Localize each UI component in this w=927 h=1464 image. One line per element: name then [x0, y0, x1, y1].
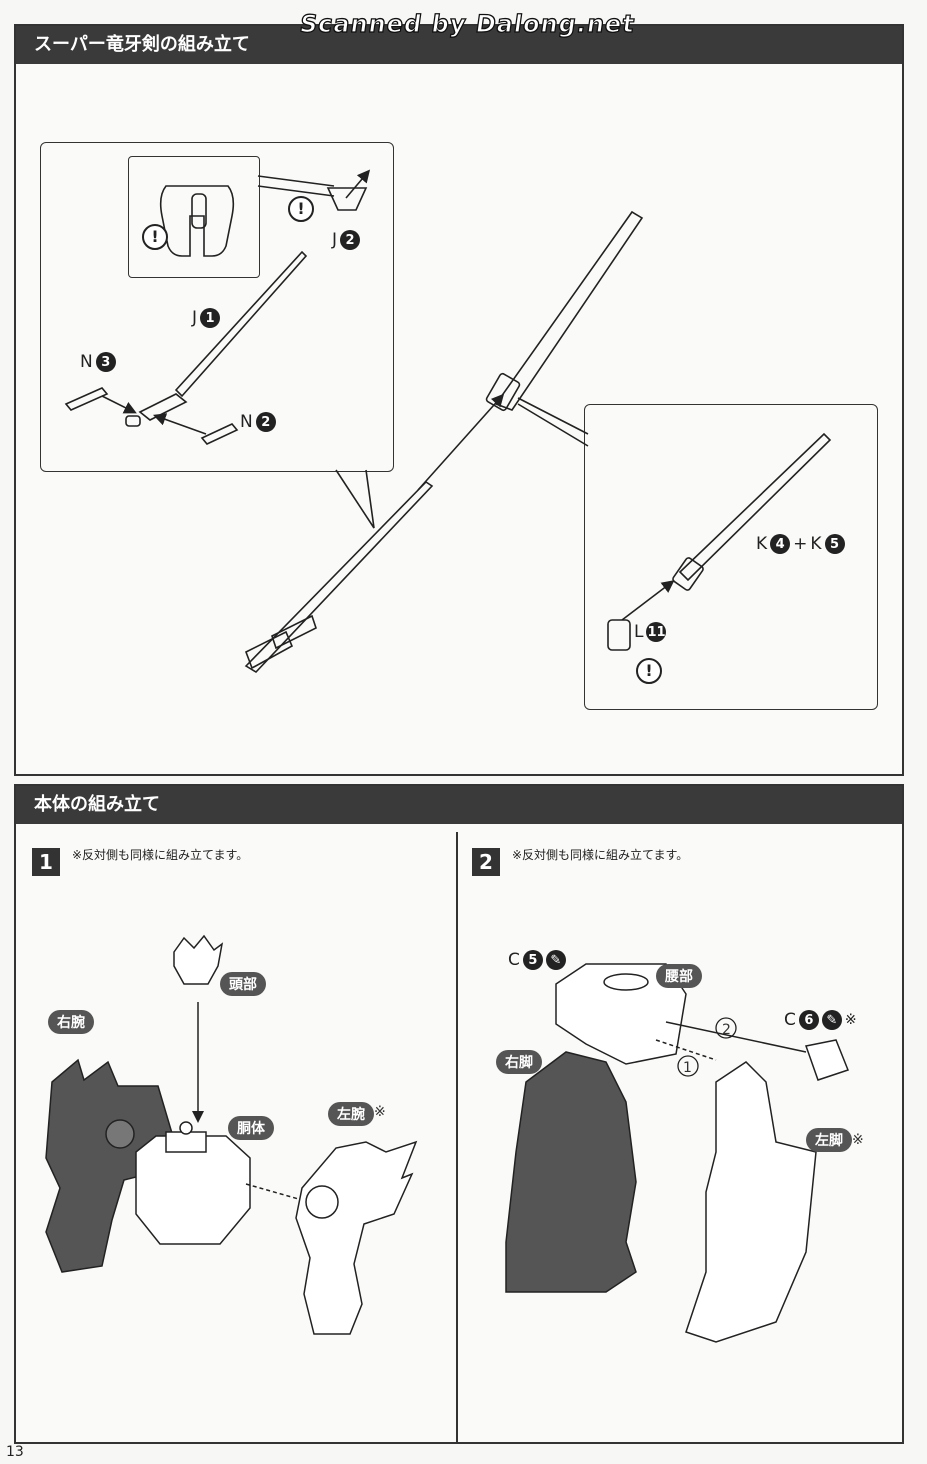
label-n3-number: 3 — [95, 352, 116, 372]
c6-asterisk: ※ — [844, 1012, 857, 1028]
order-1: 1 — [683, 1060, 692, 1076]
label-j2-number: 2 — [340, 230, 361, 250]
sword-assembly-section: スーパー竜牙剣の組み立て — [14, 24, 904, 776]
left-leg-asterisk: ※ — [852, 1132, 864, 1148]
label-n3-letter: N — [80, 352, 93, 372]
step-1-badge: 1 — [32, 848, 60, 876]
label-j2-letter: J — [332, 230, 338, 250]
scabbard-detail-inset — [584, 404, 878, 710]
label-n2: N 2 — [240, 412, 276, 432]
body-section-title: 本体の組み立て — [16, 786, 902, 824]
label-k4-letter: K — [756, 534, 768, 554]
step-divider — [456, 832, 458, 1442]
label-c5-number: 5 — [522, 950, 543, 970]
watermark: Scanned by Dalong.net — [297, 9, 637, 38]
part-label-right-arm: 右腕 — [48, 1010, 94, 1034]
label-j1-number: 1 — [200, 308, 221, 328]
label-n3: N 3 — [80, 352, 116, 372]
label-j1-letter: J — [192, 308, 198, 328]
label-c5: C 5 ✎ — [508, 950, 566, 970]
left-arm-asterisk: ※ — [374, 1104, 386, 1120]
order-2: 2 — [722, 1022, 731, 1038]
label-k4-k5: K 4 + K 5 — [756, 534, 845, 554]
cement-icon: ✎ — [821, 1010, 842, 1030]
warning-icon: ! — [142, 224, 168, 250]
label-j2: J 2 — [332, 230, 361, 250]
label-l11: L 11 — [634, 622, 667, 642]
page-number: 13 — [6, 1444, 24, 1460]
label-n2-letter: N — [240, 412, 253, 432]
label-l11-letter: L — [634, 622, 644, 642]
part-label-right-leg: 右脚 — [496, 1050, 542, 1074]
step-1-line-art — [45, 934, 418, 1335]
label-plus: + — [793, 534, 808, 554]
label-j1: J 1 — [192, 308, 221, 328]
step-1-note: ※反対側も同様に組み立てます。 — [72, 848, 249, 862]
label-k5-number: 5 — [824, 534, 845, 554]
label-c6: C 6 ✎ ※ — [784, 1010, 857, 1030]
part-label-head: 頭部 — [220, 972, 266, 996]
label-k5-letter: K — [810, 534, 822, 554]
sword-section-title: スーパー竜牙剣の組み立て — [16, 26, 902, 64]
sword-line-art — [64, 169, 832, 674]
warning-icon: ! — [288, 196, 314, 222]
warning-icon: ! — [636, 658, 662, 684]
label-l11-number: 11 — [646, 622, 667, 642]
step-2-line-art — [505, 963, 849, 1343]
label-c5-letter: C — [508, 950, 520, 970]
part-label-left-arm: 左腕 — [328, 1102, 374, 1126]
guard-closeup-inset — [128, 156, 260, 278]
step-2-badge: 2 — [472, 848, 500, 876]
step-2-note: ※反対側も同様に組み立てます。 — [512, 848, 689, 862]
label-n2-number: 2 — [255, 412, 276, 432]
cement-icon: ✎ — [545, 950, 566, 970]
part-label-torso: 胴体 — [228, 1116, 274, 1140]
part-label-waist: 腰部 — [656, 964, 702, 988]
label-c6-number: 6 — [798, 1010, 819, 1030]
label-c6-letter: C — [784, 1010, 796, 1030]
body-assembly-section: 本体の組み立て 1 ※反対側も同様に組み立てます。 頭部 右腕 胴体 — [14, 784, 904, 1444]
label-k4-number: 4 — [770, 534, 791, 554]
part-label-left-leg: 左脚 — [806, 1128, 852, 1152]
